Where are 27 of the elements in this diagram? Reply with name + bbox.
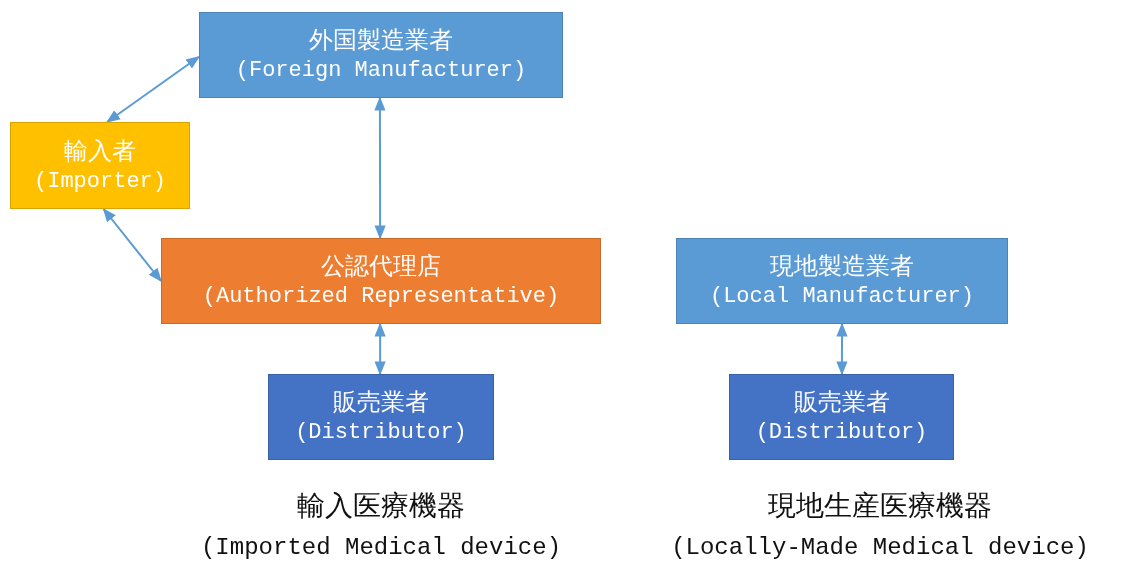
node-title: 公認代理店 — [321, 251, 441, 282]
double-arrow — [102, 207, 162, 283]
node-title: 外国製造業者 — [309, 25, 453, 56]
process-box — [268, 374, 494, 460]
double-arrow — [106, 55, 201, 123]
node-subtitle: (Distributor) — [295, 419, 467, 447]
process-box — [10, 122, 190, 209]
node-subtitle: (Distributor) — [755, 419, 928, 447]
process-box — [676, 238, 1008, 324]
node-title: 販売業者 — [333, 387, 429, 418]
process-box — [199, 12, 563, 98]
node-subtitle: (Importer) — [34, 167, 166, 196]
double-arrow — [374, 322, 386, 376]
process-box — [161, 238, 601, 324]
caption-title: 輸入医療機器 — [297, 490, 465, 522]
node-subtitle: (Authorized Representative) — [202, 283, 560, 311]
node-subtitle: (Foreign Manufacturer) — [235, 57, 527, 85]
node-title: 現地製造業者 — [770, 251, 914, 282]
caption-title: 現地生産医療機器 — [768, 490, 992, 522]
caption-subtitle: (Locally-Made Medical device) — [671, 533, 1089, 563]
process-box — [729, 374, 954, 460]
node-title: 輸入者 — [64, 135, 136, 167]
double-arrow — [374, 96, 386, 240]
node-subtitle: (Local Manufacturer) — [709, 283, 974, 311]
double-arrow — [836, 322, 848, 376]
node-title: 販売業者 — [793, 387, 890, 418]
caption-subtitle: (Imported Medical device) — [200, 533, 562, 563]
